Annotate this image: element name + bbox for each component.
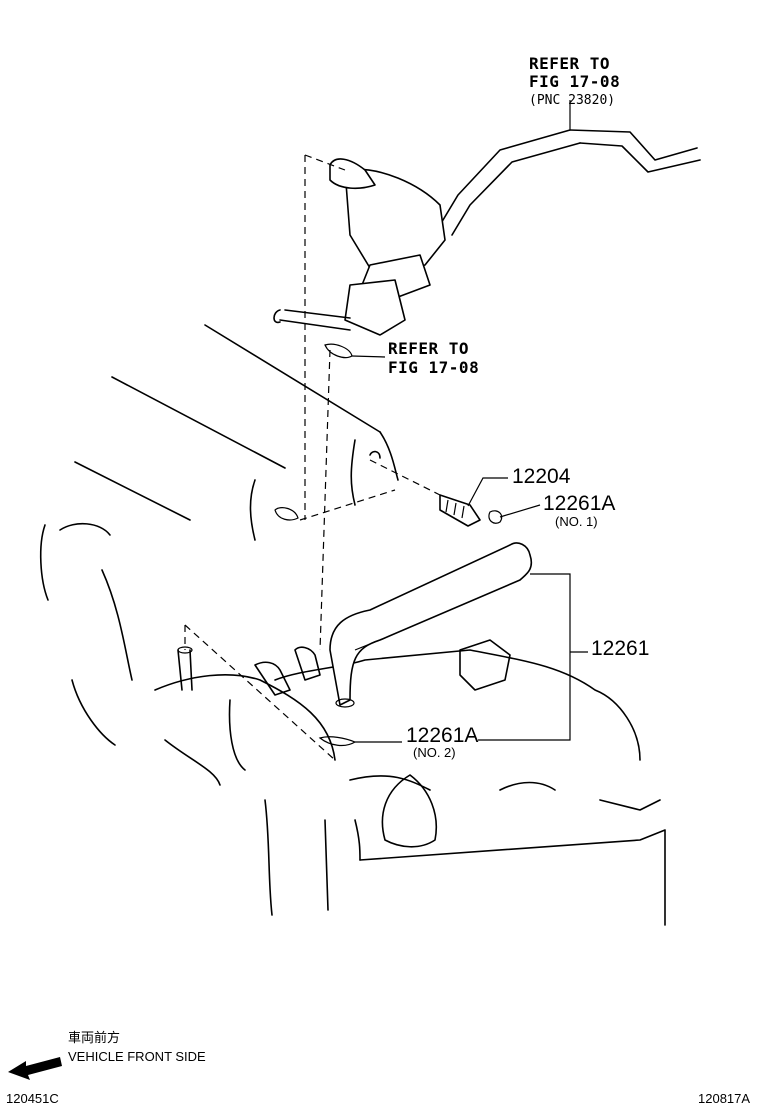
clamp-no1 <box>488 510 503 524</box>
ref-mid-line2: FIG 17-08 <box>388 358 480 377</box>
cam-cover-area <box>254 450 381 696</box>
ref-top-line1: REFER TO <box>529 54 611 73</box>
reference-lines <box>184 154 441 761</box>
arrow-left-icon <box>8 1057 62 1080</box>
part-number-12261a-no1: 12261A <box>543 492 616 515</box>
figure-code-left: 120451C <box>6 1091 59 1106</box>
part-note-no1: (NO. 1) <box>555 514 598 529</box>
ref-top-pnc: (PNC 23820) <box>529 93 616 108</box>
clamp-no2 <box>318 736 357 747</box>
part-note-no2: (NO. 2) <box>413 745 456 760</box>
ref-mid-line1: REFER TO <box>388 339 470 358</box>
vehicle-front-label: VEHICLE FRONT SIDE <box>68 1049 206 1064</box>
pcv-hose-12261 <box>329 542 533 708</box>
ref-top-line2: FIG 17-08 <box>529 72 621 91</box>
vehicle-front-label-jp: 車両前方 <box>68 1030 121 1045</box>
leader-lines <box>351 100 588 743</box>
part-number-12261: 12261 <box>591 637 650 660</box>
part-number-12261a-no2: 12261A <box>406 724 479 747</box>
engine-outline <box>39 324 399 786</box>
intake-body <box>264 639 666 926</box>
upper-hose-assembly <box>273 129 701 359</box>
part-number-12204: 12204 <box>512 465 571 488</box>
figure-code-right: 120817A <box>698 1091 751 1106</box>
pcv-valve-12204 <box>439 494 481 527</box>
